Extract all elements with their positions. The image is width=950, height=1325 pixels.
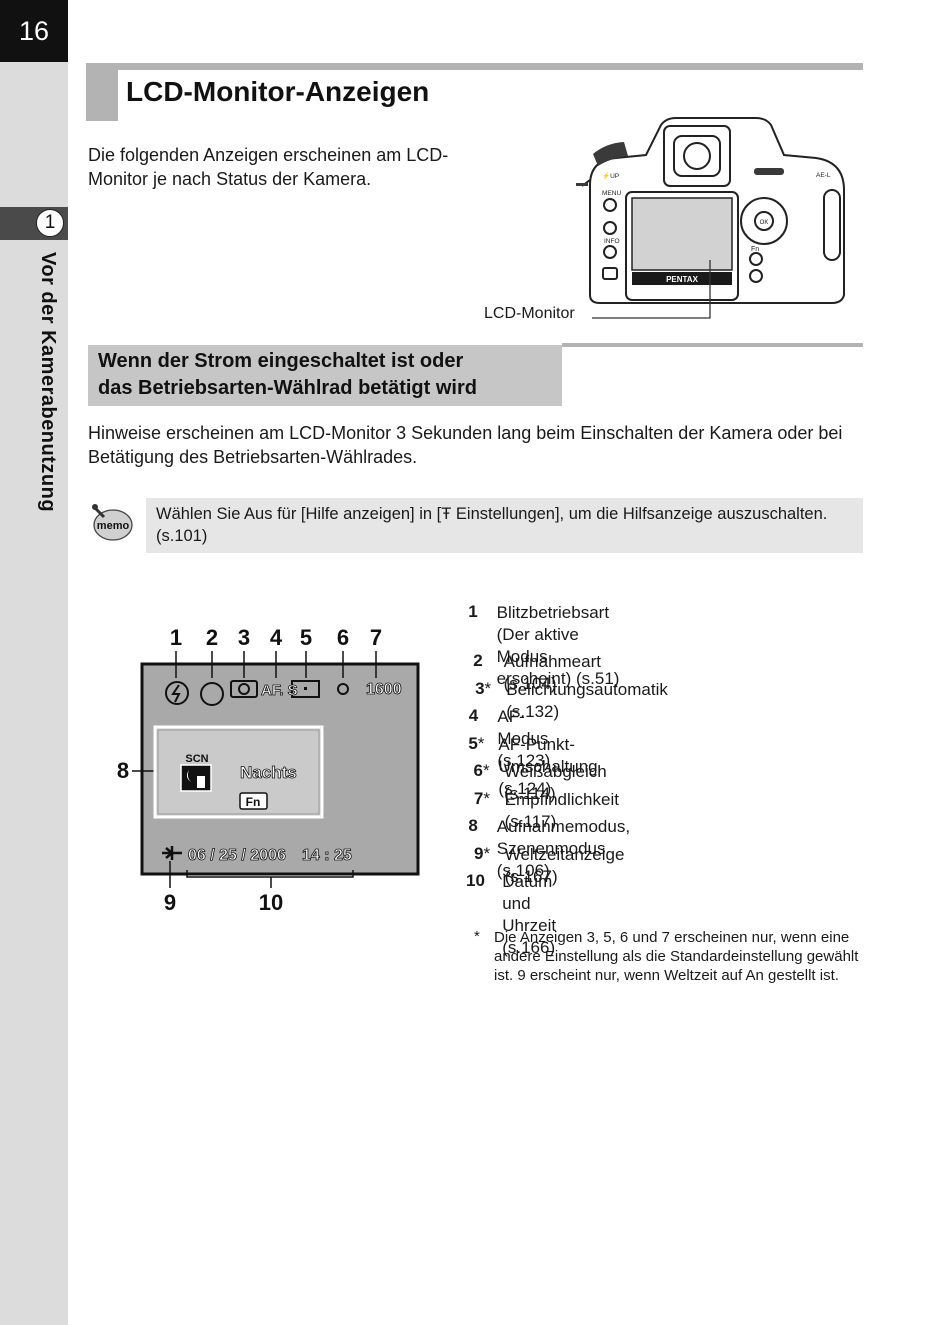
brand-label: PENTAX (666, 275, 699, 284)
memo-icon: memo (92, 504, 133, 541)
svg-text:⚡UP: ⚡UP (602, 172, 619, 180)
svg-text:MENU: MENU (602, 190, 621, 197)
legend-item: 9* Weltzeitanzeige (s.167) (473, 844, 625, 886)
callout-2: 2 (206, 625, 218, 650)
camera-back-illustration: PENTAX ⚡UP MENU INFO OK Fn AE-L (576, 117, 845, 319)
date-display: 06 / 25 / 2006 (188, 847, 286, 864)
lcd-monitor-callout: LCD-Monitor (484, 305, 575, 322)
title-rule (86, 63, 863, 70)
chapter-sidebar (0, 0, 68, 1325)
legend-item: 4 AF-Modus (s.123) (468, 706, 551, 770)
section-heading: Wenn der Strom eingeschaltet ist oder da… (98, 350, 477, 399)
callout-9: 9 (164, 890, 176, 915)
legend-item: 10 Datum und Uhrzeit (s.166) (466, 871, 557, 957)
legend-item: 8 Aufnahmemodus, Szenenmodus (s.106) (468, 816, 631, 880)
af-mode-indicator: AF. S (261, 682, 298, 699)
memo-text: Wählen Sie Aus für [Hilfe anzeigen] in [… (156, 505, 828, 545)
callout-5: 5 (300, 625, 312, 650)
section-rule (562, 343, 863, 347)
scn-label: SCN (185, 753, 208, 765)
svg-text:memo: memo (97, 520, 130, 532)
svg-text:AE-L: AE-L (816, 172, 831, 179)
callout-8: 8 (117, 758, 129, 783)
legend-item: 3* Belichtungsautomatik (s.132) (475, 679, 668, 721)
svg-text:OK: OK (760, 220, 769, 226)
legend-item: 6* Weißabgleich (s.114) (473, 761, 607, 803)
svg-text:Fn: Fn (751, 246, 759, 253)
legend-item: 2 Aufnahmeart (s.104) (473, 651, 601, 693)
callout-4: 4 (270, 625, 283, 650)
chapter-title: Vor der Kamerabenutzung (37, 252, 59, 513)
body-paragraph: Hinweise erscheinen am LCD-Monitor 3 Sek… (88, 423, 843, 467)
callout-6: 6 (337, 625, 349, 650)
legend-item: 5* AF-Punkt-Umschaltung (s.124) (468, 734, 598, 798)
lcd-display-diagram: 1 2 3 4 5 6 7 8 9 10 AF. S 1600 S (117, 625, 420, 915)
callout-3: 3 (238, 625, 250, 650)
chapter-number: 1 (36, 209, 64, 237)
callout-1: 1 (170, 625, 182, 650)
callout-10: 10 (259, 890, 283, 915)
footnote-text: Die Anzeigen 3, 5, 6 und 7 erscheinen nu… (494, 929, 859, 984)
fn-label: Fn (246, 795, 261, 809)
memo-box (146, 498, 863, 553)
footnote-star: * (474, 928, 480, 945)
title-block (86, 63, 118, 121)
time-display: 14 : 25 (302, 847, 352, 864)
page-number: 16 (0, 0, 68, 62)
callout-7: 7 (370, 625, 382, 650)
legend-item: 1 Blitzbetriebsart(Der aktive Modus ersc… (468, 602, 620, 688)
svg-text:INFO: INFO (604, 238, 620, 245)
section-heading-box (88, 345, 562, 406)
iso-indicator: 1600 (366, 681, 402, 698)
intro-text: Die folgenden Anzeigen erscheinen am LCD… (88, 145, 449, 189)
scene-name: Nachts (240, 763, 297, 782)
page-title: LCD-Monitor-Anzeigen (126, 76, 430, 107)
legend-item: 7* Empfindlichkeit (s.117) (473, 789, 619, 831)
